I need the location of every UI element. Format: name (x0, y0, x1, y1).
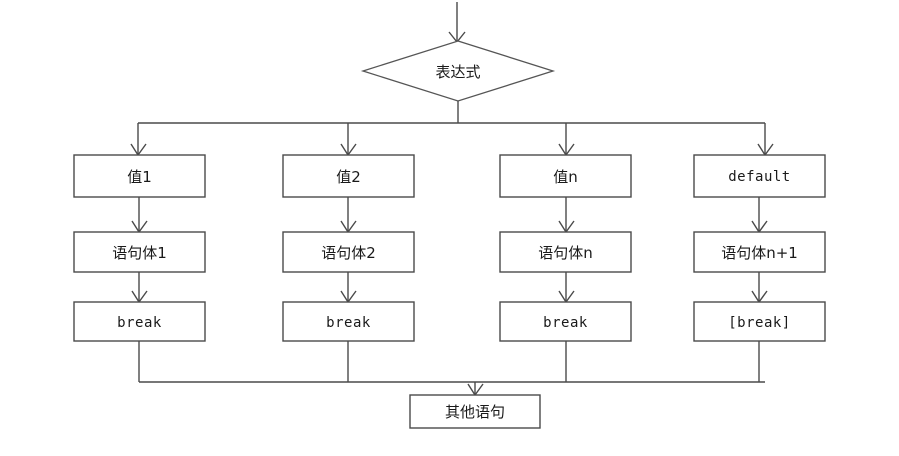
break-box-2 (282, 301, 415, 342)
decision-node-expression: 表达式 (360, 40, 556, 102)
body-label-4: 语句体n+1 (721, 244, 798, 262)
break-box-3 (499, 301, 632, 342)
break-label-2: break (326, 315, 371, 331)
break-label-3: break (543, 315, 588, 331)
body-box-1 (73, 231, 206, 273)
branch-1: 值1 语句体1 break (73, 154, 206, 382)
branch-3: 值n 语句体n break (499, 154, 632, 382)
case-label-1: 值1 (127, 168, 152, 186)
entry-connector (448, 2, 466, 44)
body-label-1: 语句体1 (112, 244, 167, 262)
body-label-2: 语句体2 (321, 244, 376, 262)
case-label-2: 值2 (336, 168, 361, 186)
branch-4-default: default 语句体n+1 [break] (693, 154, 826, 382)
case-label-3: 值n (553, 168, 578, 186)
branch-2: 值2 语句体2 break (282, 154, 415, 382)
exit-box (409, 394, 541, 429)
body-box-4 (693, 231, 826, 273)
body-box-3 (499, 231, 632, 273)
case-label-4: default (728, 169, 791, 185)
body-box-2 (282, 231, 415, 273)
break-label-4: [break] (728, 315, 791, 331)
break-label-1: break (117, 315, 162, 331)
body-label-3: 语句体n (538, 244, 593, 262)
case-box-2 (282, 154, 415, 198)
branch-merge-bus (139, 381, 765, 397)
decision-node-label: 表达式 (435, 63, 480, 81)
exit-node: 其他语句 (409, 394, 541, 429)
case-box-4 (693, 154, 826, 198)
exit-label: 其他语句 (445, 403, 505, 421)
branch-fanout-bus (130, 101, 774, 157)
